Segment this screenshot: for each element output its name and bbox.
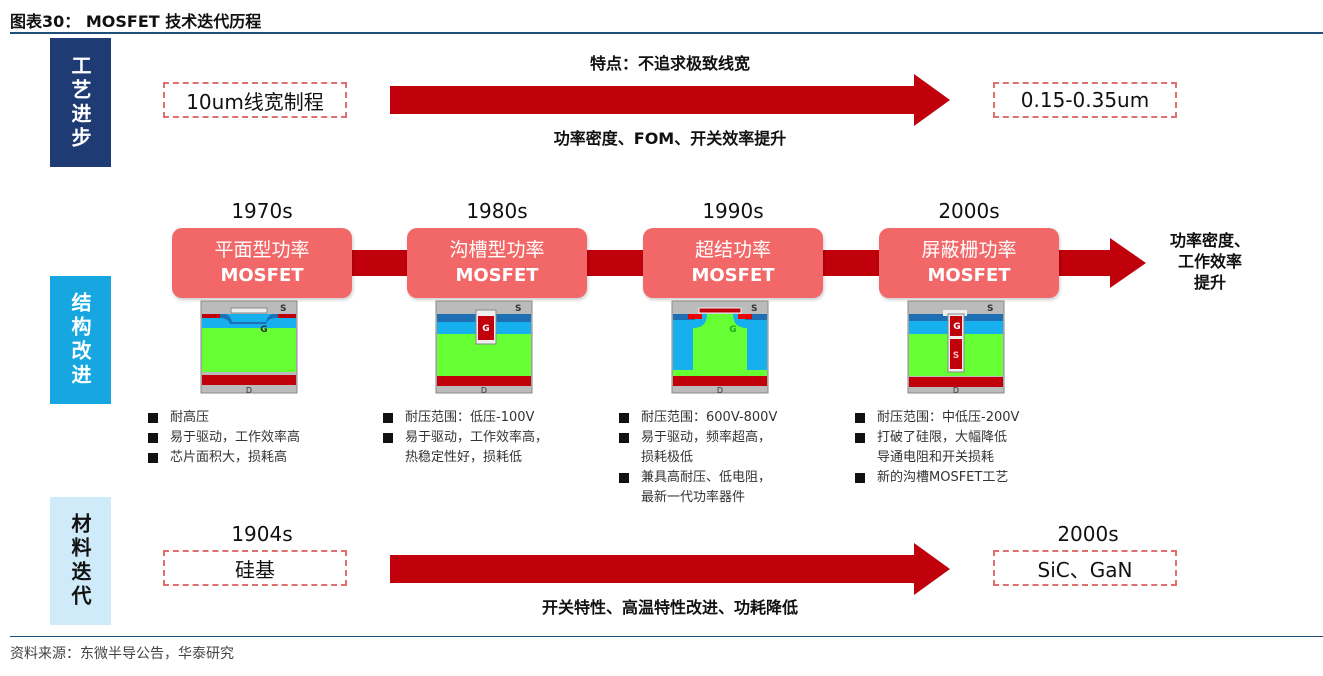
stage-name: 超结功率 <box>694 239 771 261</box>
gate-label: G <box>482 324 489 334</box>
stage-card: 沟槽型功率 MOSFET <box>407 228 587 298</box>
structure-result-line: 提升 <box>1193 273 1226 292</box>
bullet-line: 易于驱动，频率超高， <box>613 428 853 448</box>
gate-label: G <box>953 322 960 332</box>
process-result: 功率密度、FOM、开关效率提升 <box>553 129 787 148</box>
stage-sub: MOSFET <box>455 265 539 286</box>
bullet-line: 打破了硅限，大幅降低 <box>849 428 1089 448</box>
process-from-box: 10um线宽制程 <box>163 82 347 118</box>
structure-result-line: 工作效率 <box>1177 252 1242 271</box>
material-from-year: 1904s <box>231 522 293 546</box>
stage-name: 沟槽型功率 <box>449 239 545 261</box>
stage-sub: MOSFET <box>927 265 1011 286</box>
stage-year: 2000s <box>938 199 1000 223</box>
bottom-rule <box>10 636 1323 637</box>
drain-label: D <box>246 386 252 395</box>
stage-name: 屏蔽栅功率 <box>921 239 1017 261</box>
cross-section-diagram: S G D <box>671 300 769 395</box>
bullet-line: 易于驱动，工作效率高， <box>377 428 617 448</box>
material-arrow <box>390 543 950 595</box>
bullet-line: 耐压范围：低压-100V <box>377 408 617 428</box>
stage-sub: MOSFET <box>220 265 304 286</box>
process-arrow <box>390 74 950 126</box>
bullet-line: 耐压范围：600V-800V <box>613 408 853 428</box>
shield-label: S <box>953 351 959 361</box>
drain-label: D <box>481 386 487 395</box>
material-to-year: 2000s <box>1057 522 1119 546</box>
stage-bullets: 耐高压易于驱动，工作效率高芯片面积大，损耗高 <box>142 408 382 468</box>
process-feature: 特点：不追求极致线宽 <box>589 54 750 73</box>
drain-label: D <box>953 386 959 395</box>
stage-year: 1970s <box>231 199 293 223</box>
row-label-material: 材料迭代 <box>50 497 111 625</box>
bullet-line: 芯片面积大，损耗高 <box>142 448 382 468</box>
row-label-process: 工艺进步 <box>50 38 111 167</box>
stage-year: 1990s <box>702 199 764 223</box>
stage-year: 1980s <box>466 199 528 223</box>
stage-card: 平面型功率 MOSFET <box>172 228 352 298</box>
gate-label: G <box>260 325 267 335</box>
top-rule <box>10 32 1323 34</box>
source-label: S <box>280 304 286 314</box>
bullet-line: 最新一代功率器件 <box>641 490 746 505</box>
bullet-line: 兼具高耐压、低电阻， <box>613 468 853 488</box>
source-label: S <box>987 304 993 314</box>
bullet-line: 新的沟槽MOSFET工艺 <box>849 468 1089 488</box>
stage-card: 超结功率 MOSFET <box>643 228 823 298</box>
figure-title: 图表30： MOSFET 技术迭代历程 <box>10 12 262 31</box>
cross-section-diagram: S G S D <box>907 300 1005 395</box>
gate-label: G <box>729 325 736 335</box>
stage-name: 平面型功率 <box>214 239 310 261</box>
stage-sub: MOSFET <box>691 265 775 286</box>
cross-section-diagram: S G D <box>435 300 533 395</box>
source-note: 资料来源：东微半导公告，华泰研究 <box>10 646 234 662</box>
source-label: S <box>751 304 757 314</box>
bullet-line: 耐压范围：中低压-200V <box>849 408 1089 428</box>
cross-section-diagram: S G D <box>200 300 298 395</box>
source-label: S <box>515 304 521 314</box>
material-to-box: SiC、GaN <box>993 550 1177 586</box>
process-to-box: 0.15-0.35um <box>993 82 1177 118</box>
bullet-line: 损耗极低 <box>641 450 694 465</box>
structure-result-line: 功率密度、 <box>1169 231 1250 250</box>
stage-card: 屏蔽栅功率 MOSFET <box>879 228 1059 298</box>
bullet-line: 热稳定性好，损耗低 <box>405 450 523 465</box>
material-result: 开关特性、高温特性改进、功耗降低 <box>541 598 798 617</box>
bullet-line: 导通电阻和开关损耗 <box>877 450 995 465</box>
bullet-line: 耐高压 <box>142 408 382 428</box>
row-label-structure: 结构改进 <box>50 276 111 404</box>
structure-result: 功率密度、 工作效率 提升 <box>1160 230 1260 293</box>
bullet-line: 易于驱动，工作效率高 <box>142 428 382 448</box>
material-from-box: 硅基 <box>163 550 347 586</box>
drain-label: D <box>717 386 723 395</box>
